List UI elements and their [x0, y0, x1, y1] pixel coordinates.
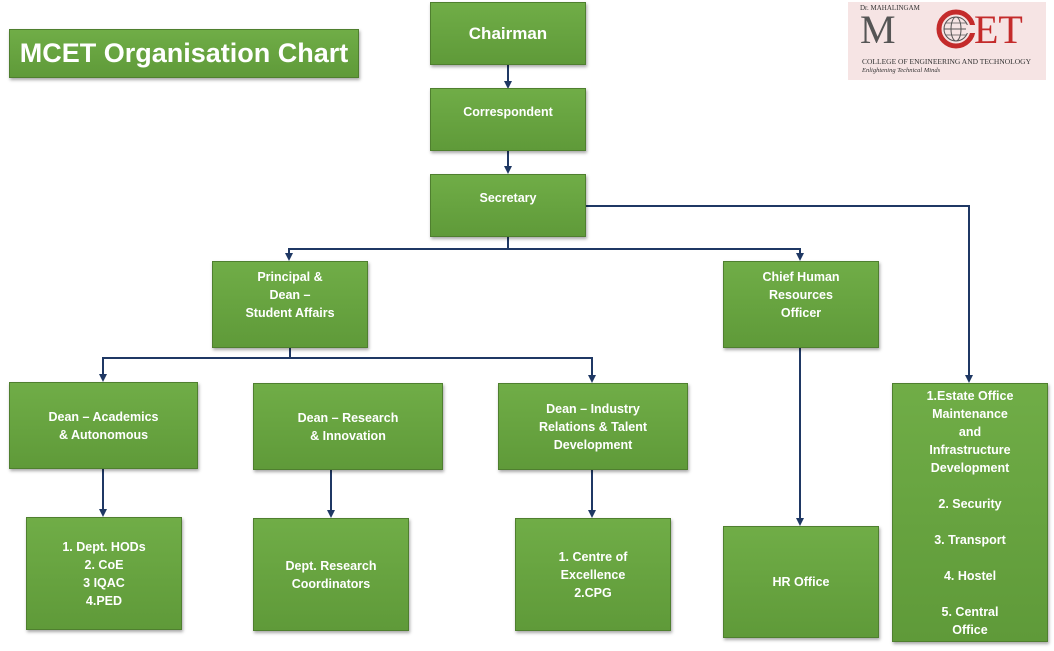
node-estate-office: 1.Estate Office Maintenance and Infrastr…	[892, 383, 1048, 642]
node-dean-industry: Dean – Industry Relations & Talent Devel…	[498, 383, 688, 470]
node-principal: Principal & Dean – Student Affairs	[212, 261, 368, 348]
mcet-logo: Dr. MAHALINGAM M ET COLLEGE OF ENGINEERI…	[848, 2, 1046, 80]
node-hr-office: HR Office	[723, 526, 879, 638]
node-industry-units: 1. Centre of Excellence 2.CPG	[515, 518, 671, 631]
node-chairman: Chairman	[430, 2, 586, 65]
globe-icon	[936, 9, 976, 49]
node-academics-units: 1. Dept. HODs 2. CoE 3 IQAC 4.PED	[26, 517, 182, 630]
node-secretary: Secretary	[430, 174, 586, 237]
node-dean-academics: Dean – Academics & Autonomous	[9, 382, 198, 469]
node-correspondent: Correspondent	[430, 88, 586, 151]
logo-college-name: COLLEGE OF ENGINEERING AND TECHNOLOGY	[862, 57, 1032, 66]
connector-principal-industry	[290, 357, 596, 383]
connector-secretary-principal	[285, 237, 509, 261]
logo-small-text: Dr. MAHALINGAM	[860, 4, 920, 12]
connector-secretary-chro	[508, 248, 804, 261]
logo-tagline: Enlightening Technical Minds	[862, 67, 941, 74]
chart-title: MCET Organisation Chart	[9, 29, 359, 78]
logo-letters-right: ET	[974, 7, 1023, 52]
node-research-units: Dept. Research Coordinators	[253, 518, 409, 631]
logo-letters-left: M	[860, 7, 896, 52]
connector-secretary-estate	[586, 205, 973, 383]
node-dean-research: Dean – Research & Innovation	[253, 383, 443, 470]
connector-principal-academics	[99, 348, 291, 382]
node-chro: Chief Human Resources Officer	[723, 261, 879, 348]
